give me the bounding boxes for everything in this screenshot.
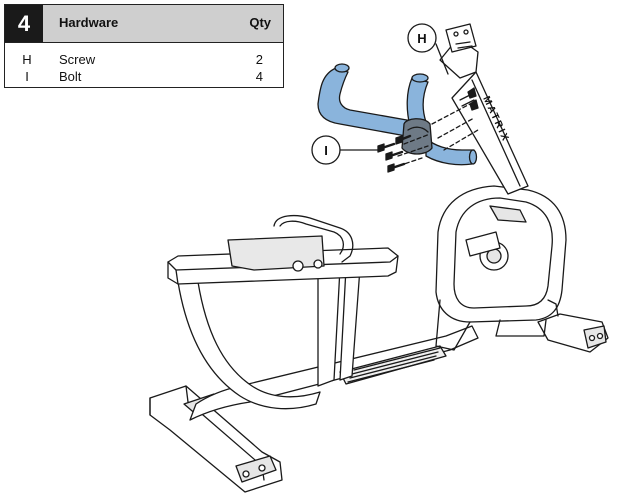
hardware-row: H Screw 2 <box>5 52 283 70</box>
hardware-name: Bolt <box>59 69 82 84</box>
hardware-qty: 4 <box>255 69 263 84</box>
handlebar <box>317 63 478 166</box>
hardware-letter: I <box>25 69 29 84</box>
hardware-table-header: 4 Hardware Qty <box>5 5 283 43</box>
hardware-letter: H <box>22 52 32 67</box>
upright-mast <box>439 23 529 195</box>
callout-h <box>407 23 449 75</box>
hardware-qty: 2 <box>255 52 263 67</box>
alignment-lines <box>391 103 479 169</box>
callout-h-label: H <box>417 31 426 46</box>
hardware-name: Screw <box>59 52 96 67</box>
bolts-i <box>377 134 412 173</box>
callout-i-label: I <box>324 143 328 158</box>
step-number: 4 <box>5 5 43 42</box>
seat-support-loop <box>177 267 361 410</box>
hardware-table: 4 Hardware Qty H Screw 2 I Bolt 4 <box>4 4 284 88</box>
qty-header-label: Qty <box>249 15 271 30</box>
callout-i <box>311 135 379 165</box>
screws-h <box>459 87 479 111</box>
front-stabilizer-foot <box>537 313 609 353</box>
drive-housing <box>435 185 567 351</box>
hardware-header-label: Hardware <box>59 15 119 30</box>
hardware-row: I Bolt 4 <box>5 69 283 87</box>
seat-rail <box>167 214 399 285</box>
